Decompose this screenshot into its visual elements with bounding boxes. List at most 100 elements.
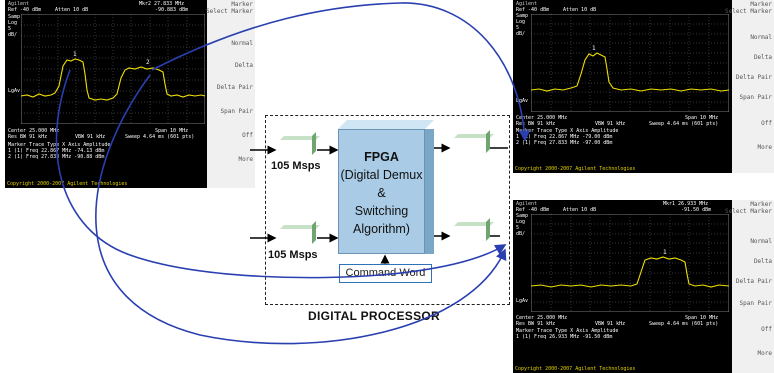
- marker-table-row: 1 (1) Freq 26.933 MHz -91.50 dBm: [516, 334, 613, 340]
- spectrum-trace: [531, 52, 729, 92]
- digital-processor-boundary: [265, 115, 510, 305]
- fpga-line: Switching: [354, 204, 409, 218]
- svg-text:1: 1: [663, 249, 667, 256]
- copyright-bar: Copyright 2000-2007 Agilent Technologies: [513, 365, 732, 373]
- lgav-label: LgAv: [8, 88, 21, 94]
- dac-block-1: DAC: [450, 130, 494, 157]
- fpga-line: Algorithm): [353, 222, 410, 236]
- softkey-off[interactable]: Off: [242, 132, 253, 139]
- marker-table-row: 2 (1) Freq 27.833 MHz -97.00 dBm: [516, 140, 613, 146]
- dac-label: DAC: [456, 141, 480, 154]
- softkey-more[interactable]: More: [757, 144, 772, 151]
- res-bw: Res BW 91 kHz: [516, 121, 556, 127]
- copyright-bar: Copyright 2000-2007 Agilent Technologies: [5, 180, 207, 188]
- spectrum-trace: [21, 58, 205, 101]
- output-spectrum-analyzer-1: Agilent Ref -40 dBm Atten 10 dB Samp Log…: [513, 0, 774, 173]
- span-label: Span 10 MHz: [685, 115, 719, 121]
- center-freq: Center 25.000 MHz: [516, 115, 568, 121]
- fpga-block-side: [425, 129, 434, 254]
- scale-label: 5: [516, 25, 520, 31]
- softkey-normal[interactable]: Normal: [750, 34, 772, 41]
- softkey-select-marker[interactable]: Select Marker: [725, 208, 772, 215]
- dac-label: DAC: [456, 229, 480, 242]
- marker-table-row: 2 (1) Freq 27.833 MHz -90.88 dBm: [8, 154, 105, 160]
- route-curve-left: [55, 69, 507, 279]
- route-curve-bottom: [95, 74, 507, 345]
- log-label: Log: [516, 219, 526, 225]
- attenuation: Atten 10 dB: [563, 207, 597, 213]
- marker-table-header: Marker Trace Type X Axis Amplitude: [8, 142, 111, 148]
- svg-text:1: 1: [73, 51, 77, 58]
- adc-label: ADC: [282, 143, 306, 156]
- digital-processor-caption: DIGITAL PROCESSOR: [308, 309, 441, 323]
- marker-readout: Mkr1 26.933 MHz: [663, 201, 709, 207]
- vbw: VBW 91 kHz: [595, 121, 626, 127]
- softkey-delta-pair[interactable]: Delta Pair: [216, 84, 253, 91]
- attenuation: Atten 10 dB: [563, 7, 597, 13]
- marker-table-header: Marker Trace Type X Axis Amplitude: [516, 128, 619, 134]
- brand-label: Agilent: [8, 1, 30, 7]
- dac-block-2: DAC: [450, 218, 494, 245]
- span-label: Span 10 MHz: [155, 128, 189, 134]
- log-label: Log: [516, 19, 526, 25]
- softkey-delta[interactable]: Delta: [234, 62, 253, 69]
- adc-block-1: ADC: [276, 132, 320, 159]
- spectrum-plot: 1 2: [21, 14, 205, 124]
- scale-label: 5: [8, 26, 12, 32]
- span-label: Span 10 MHz: [685, 315, 719, 321]
- softkey-marker[interactable]: Marker: [750, 201, 772, 208]
- res-bw: Res BW 91 kHz: [8, 134, 48, 140]
- samp-label: Samp: [516, 213, 529, 219]
- softkey-off[interactable]: Off: [761, 120, 772, 127]
- softkey-select-marker[interactable]: Select Marker: [206, 8, 253, 15]
- softkey-more[interactable]: More: [238, 156, 253, 163]
- analyzer-screen: Agilent Mkr1 26.933 MHz -91.50 dBm Ref -…: [513, 200, 732, 373]
- softkey-delta-pair[interactable]: Delta Pair: [735, 74, 772, 81]
- marker-table-row: 1 (1) Freq 22.867 MHz -79.00 dBm: [516, 134, 613, 140]
- softkey-span-pair[interactable]: Span Pair: [739, 300, 772, 307]
- sweep-label: Sweep 4.64 ms (601 pts): [125, 134, 195, 140]
- softkey-off[interactable]: Off: [761, 326, 772, 333]
- softkey-normal[interactable]: Normal: [231, 40, 253, 47]
- analyzer-screen: Agilent Mkr2 27.833 MHz -90.883 dBm Ref …: [5, 0, 207, 188]
- adc-block-2: ADC: [276, 221, 320, 248]
- brand-label: Agilent: [516, 1, 538, 7]
- fpga-line: &: [377, 186, 386, 200]
- softkey-delta[interactable]: Delta: [753, 54, 772, 61]
- unit-label: dB/: [516, 31, 526, 37]
- sweep-label: Sweep 4.64 ms (601 pts): [649, 121, 719, 127]
- unit-label: dB/: [8, 32, 18, 38]
- softkey-marker[interactable]: Marker: [750, 1, 772, 8]
- spectrum-trace: [531, 256, 729, 288]
- fpga-line: (Digital Demux: [340, 168, 423, 182]
- sweep-label: Sweep 4.64 ms (601 pts): [649, 321, 719, 327]
- softkey-span-pair[interactable]: Span Pair: [739, 94, 772, 101]
- softkey-delta-pair[interactable]: Delta Pair: [735, 278, 772, 285]
- vbw: VBW 91 kHz: [595, 321, 626, 327]
- sample-rate-label-2: 105 Msps: [268, 249, 318, 261]
- vbw: VBW 91 kHz: [75, 134, 106, 140]
- log-label: Log: [8, 20, 18, 26]
- marker-table-header: Marker Trace Type X Axis Amplitude: [516, 328, 619, 334]
- marker-amplitude: -90.883 dBm: [155, 7, 189, 13]
- softkey-more[interactable]: More: [757, 350, 772, 357]
- res-bw: Res BW 91 kHz: [516, 321, 556, 327]
- ref-level: Ref -40 dBm: [8, 7, 42, 13]
- lgav-label: LgAv: [516, 98, 529, 104]
- output-spectrum-analyzer-2: Agilent Mkr1 26.933 MHz -91.50 dBm Ref -…: [513, 200, 774, 373]
- softkey-select-marker[interactable]: Select Marker: [725, 8, 772, 15]
- softkey-normal[interactable]: Normal: [750, 238, 772, 245]
- adc-label: ADC: [282, 232, 306, 245]
- sample-rate-label-1: 105 Msps: [271, 160, 321, 172]
- input-spectrum-analyzer: Agilent Mkr2 27.833 MHz -90.883 dBm Ref …: [5, 0, 255, 188]
- scale-label: 5: [516, 225, 520, 231]
- samp-label: Samp: [516, 13, 529, 19]
- spectrum-plot: 1: [531, 14, 729, 112]
- softkey-panel: Marker Select Marker Normal Delta Delta …: [725, 0, 774, 173]
- softkey-marker[interactable]: Marker: [231, 1, 253, 8]
- softkey-delta[interactable]: Delta: [753, 258, 772, 265]
- softkey-span-pair[interactable]: Span Pair: [220, 108, 253, 115]
- center-freq: Center 25.000 MHz: [8, 128, 60, 134]
- attenuation: Atten 10 dB: [55, 7, 89, 13]
